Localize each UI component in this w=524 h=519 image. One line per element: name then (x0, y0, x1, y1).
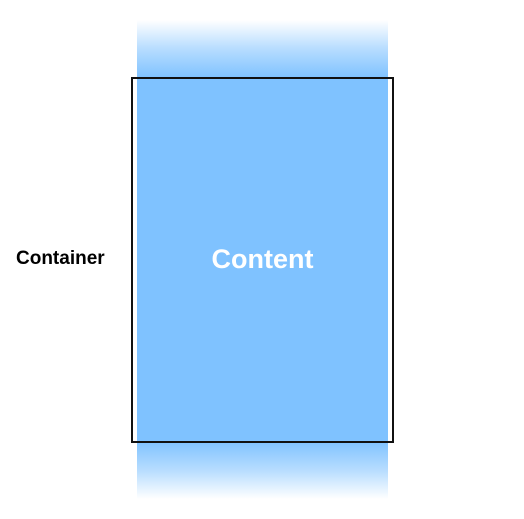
container-frame (131, 77, 394, 443)
container-label: Container (16, 248, 105, 269)
content-area (137, 20, 388, 499)
content-label: Content (211, 244, 314, 274)
